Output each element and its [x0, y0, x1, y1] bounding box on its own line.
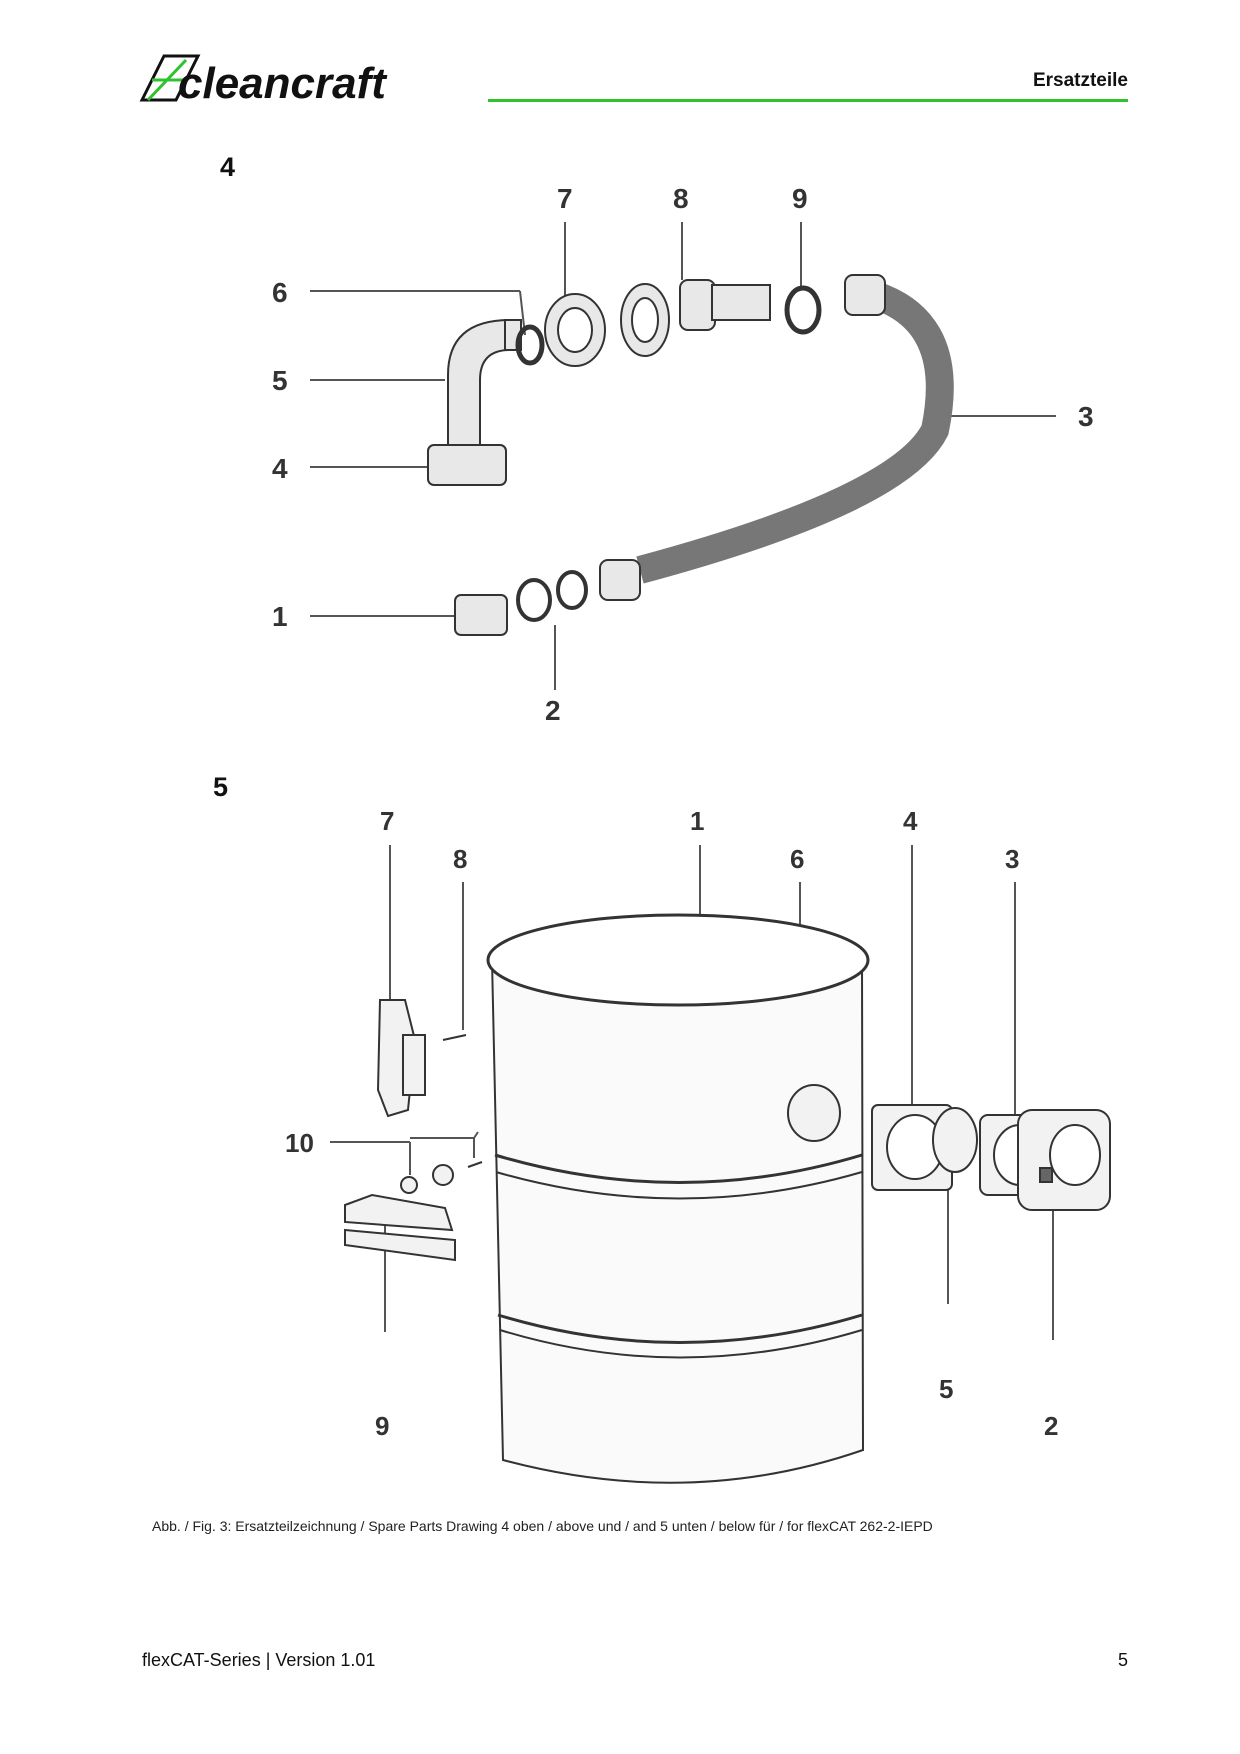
drawing-5-callout-2: 2 — [1044, 1411, 1058, 1441]
footer-series-version: flexCAT-Series | Version 1.01 — [142, 1650, 376, 1670]
drawing-4-callout-4: 4 — [272, 453, 288, 484]
logo-mark-icon — [139, 54, 201, 102]
drawing-5-label: 5 — [213, 772, 229, 802]
logo-wordmark: cleancraft — [178, 59, 388, 106]
drawing-5-callout-5: 5 — [939, 1374, 953, 1404]
cleancraft-logo: cleancraft — [139, 54, 388, 106]
drawing-5-callout-4: 4 — [903, 806, 918, 836]
drawing-4-callout-9: 9 — [792, 183, 808, 214]
spare-parts-drawing-4: 6 5 4 1 7 8 9 3 2 — [272, 183, 1094, 726]
drawing-5-callout-7: 7 — [380, 806, 394, 836]
drawing-5-callout-6: 6 — [790, 844, 804, 874]
drawing-5-callout-1: 1 — [690, 806, 704, 836]
header-title: Ersatzteile — [1032, 70, 1128, 91]
drawing-5-callout-10: 10 — [285, 1128, 314, 1158]
header-rule — [488, 99, 1128, 102]
drawing-4-callout-3: 3 — [1078, 401, 1094, 432]
drum-assembly-parts — [344, 913, 1111, 1484]
drawing-4-callout-6: 6 — [272, 277, 288, 308]
hose-assembly-parts — [427, 274, 954, 636]
spare-parts-drawing-5: 7 8 1 6 4 3 10 9 5 2 — [285, 806, 1111, 1484]
drawing-4-callout-5: 5 — [272, 365, 288, 396]
drawing-4-callout-8: 8 — [673, 183, 689, 214]
drawing-4-callout-1: 1 — [272, 601, 288, 632]
figure-caption: Abb. / Fig. 3: Ersatzteilzeichnung / Spa… — [152, 1518, 933, 1534]
drawing-5-callout-9: 9 — [375, 1411, 389, 1441]
drawing-4-label: 4 — [220, 152, 236, 182]
footer-page-number: 5 — [1117, 1650, 1128, 1670]
drawing-4-callout-2: 2 — [545, 695, 561, 726]
drawing-5-callout-8: 8 — [453, 844, 467, 874]
drawing-5-callout-3: 3 — [1005, 844, 1019, 874]
drawing-4-callout-7: 7 — [557, 183, 573, 214]
